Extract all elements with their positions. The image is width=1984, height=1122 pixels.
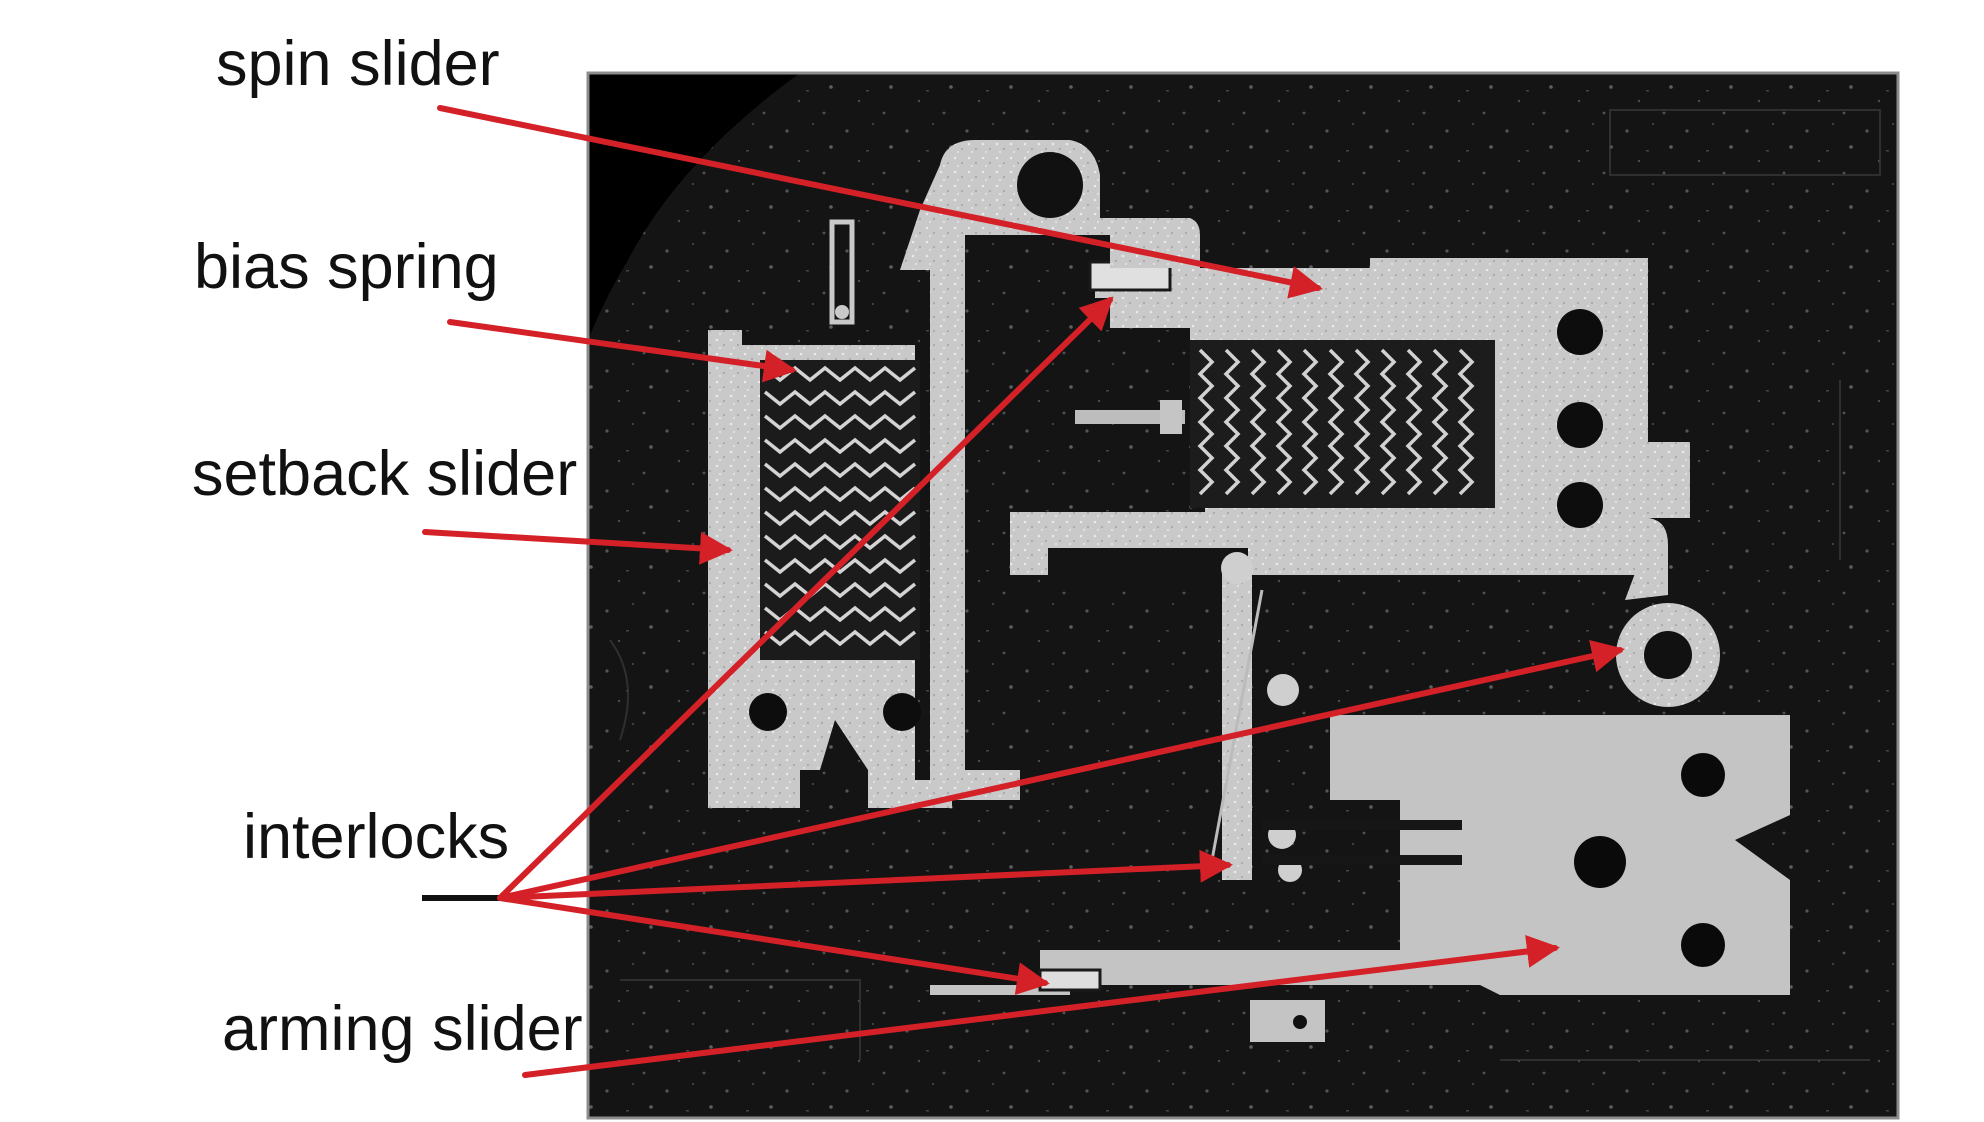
bias-spring-pin [829, 219, 855, 325]
arming-slider-interlock-notch [1038, 968, 1102, 992]
ring-detent-hole [1644, 631, 1692, 679]
arrow-interlock-ring [497, 639, 1625, 901]
arrow-bias-spring [447, 319, 797, 383]
arming-slider-tab-hole [1293, 1015, 1307, 1029]
label-spin-slider: spin slider [216, 29, 500, 99]
photo-frame [586, 71, 1900, 1120]
photo-grid-lines [609, 109, 1881, 1061]
arrow-arming-slider [522, 935, 1560, 1078]
photo-corner-shadow [588, 73, 800, 340]
spin-slider-hole [1557, 482, 1603, 528]
arrow-setback-slider [422, 529, 733, 565]
arrow-interlock-pin [497, 849, 1233, 901]
label-bias-spring: bias spring [194, 232, 499, 302]
label-setback-slider: setback slider [192, 439, 577, 509]
arming-slider-body [1330, 715, 1790, 995]
spin-plunger [1075, 410, 1185, 424]
bias-spring-pin-eye [835, 305, 849, 319]
setback-slider-hole [883, 693, 921, 731]
mechanism-photo [586, 71, 1900, 1120]
ring-detent-part [1616, 518, 1720, 707]
setback-slider-hole [749, 693, 787, 731]
callout-labels: spin slider bias spring setback slider i… [192, 29, 583, 1064]
spin-slider-hole [1557, 402, 1603, 448]
ring-detent-arm [1625, 518, 1668, 600]
arming-slider-slot [1262, 820, 1462, 830]
label-interlocks: interlocks [243, 802, 509, 872]
spin-slider-part [1010, 258, 1690, 584]
arrow-spin-slider [437, 105, 1323, 299]
arming-slider-tab [1250, 1000, 1325, 1042]
callout-arrows [422, 105, 1625, 1078]
arming-slider-part [930, 715, 1790, 1042]
spin-plunger-head [1160, 400, 1182, 434]
spin-slider-detent-slot [1048, 548, 1248, 584]
setback-slider-part [708, 219, 952, 808]
interlock-spring-wire [1210, 589, 1264, 861]
interlock-pin-lug [1267, 674, 1299, 706]
label-arming-slider: arming slider [222, 994, 583, 1064]
arrow-interlock-spin [497, 296, 1114, 901]
arming-slider-hole [1681, 923, 1725, 967]
arrow-interlock-arming [497, 895, 1050, 995]
interlock-pin-head [1221, 552, 1253, 584]
arming-slider-slot [1262, 855, 1462, 865]
spin-slider-hole [1557, 309, 1603, 355]
setback-lever-ring-hole [1017, 152, 1083, 218]
arming-slider-hole [1574, 836, 1626, 888]
arming-slider-hole [1681, 753, 1725, 797]
spin-slider-spring [1197, 348, 1475, 496]
